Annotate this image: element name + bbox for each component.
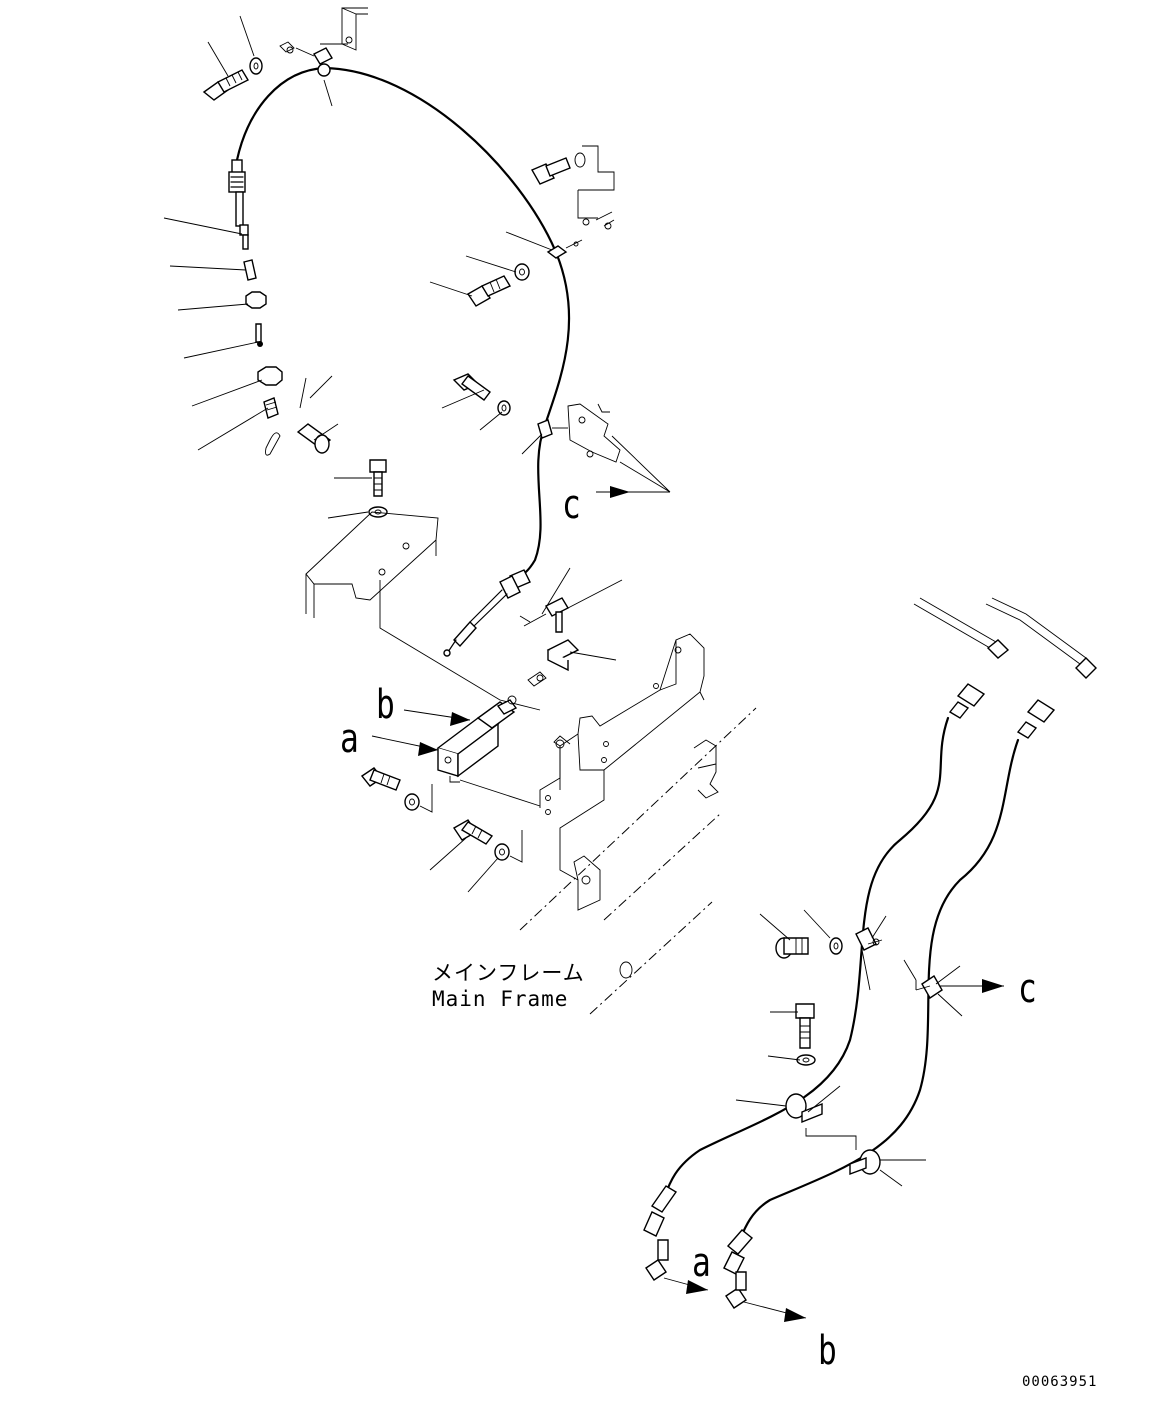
main-frame-beam — [519, 633, 757, 1015]
washer-top — [249, 57, 263, 75]
clevis-pin — [519, 597, 580, 687]
main-frame-label-en: Main Frame — [432, 987, 569, 1011]
hose-clamp-1 — [855, 927, 883, 951]
bolt-vertical-mid — [368, 459, 388, 518]
actuator-cylinder — [436, 695, 541, 807]
arrow-a-lower — [663, 1277, 709, 1294]
arrow-c-right — [940, 979, 1004, 993]
bolt-hose-1 — [775, 937, 843, 959]
arrow-b-lower — [743, 1301, 807, 1322]
top-clamp-bracket — [279, 7, 368, 77]
hose-clamp-3 — [785, 1093, 857, 1150]
main-frame-label-jp: メインフレーム — [432, 961, 585, 985]
leader-lines-right — [735, 909, 963, 1187]
hose-clamp-2 — [903, 959, 943, 999]
arrow-b-upper — [403, 709, 471, 726]
bolt-top-left — [202, 69, 249, 101]
hose-label-b: b — [818, 1328, 837, 1374]
cable-clamp-lower — [452, 373, 621, 463]
port-label-b: b — [376, 682, 395, 728]
bolt-actuator-2 — [453, 819, 523, 863]
bolt-actuator-1 — [360, 767, 433, 813]
bolt-hose-2 — [795, 1003, 816, 1066]
arrow-c-upper — [596, 435, 671, 498]
cable-clamp-mid — [546, 145, 615, 259]
drawing-number: 00063951 — [1022, 1374, 1098, 1390]
main-frame-label: メインフレーム Main Frame — [432, 960, 585, 1012]
bolt-upper-right — [531, 152, 586, 185]
joint-parts-stack — [243, 259, 283, 456]
pin-and-split-pin — [296, 377, 332, 454]
arrow-a-upper — [371, 735, 439, 756]
mounting-plate — [305, 511, 541, 711]
hose-label-a: a — [692, 1240, 711, 1286]
bolt-washer-mid — [467, 263, 530, 307]
connection-label-c: c — [562, 482, 581, 528]
connection-label-c-right: c — [1018, 966, 1037, 1012]
hose-clamp-4 — [849, 1149, 881, 1176]
port-label-a: a — [340, 716, 359, 762]
leader-lines-upper — [163, 15, 623, 893]
upper-control-cable — [228, 66, 571, 657]
hydraulic-hoses — [643, 597, 1097, 1309]
